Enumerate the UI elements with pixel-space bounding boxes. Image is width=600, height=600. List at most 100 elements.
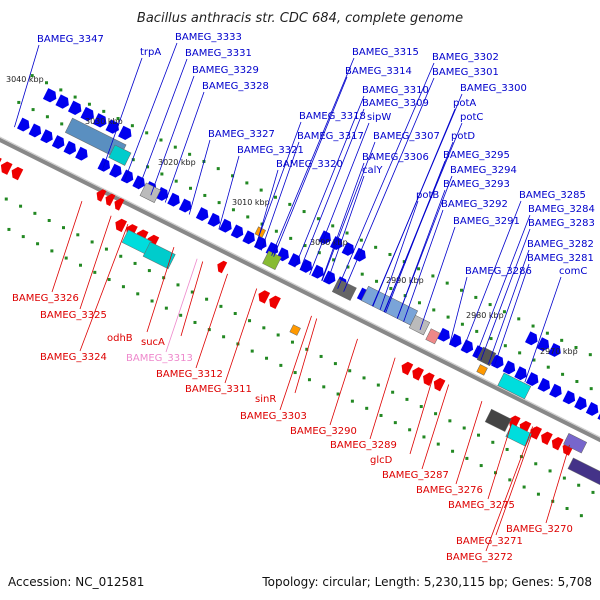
gene-label[interactable]: BAMEG_3285	[519, 190, 586, 201]
gene-label[interactable]: BAMEG_3310	[362, 85, 429, 96]
gene-label[interactable]: BAMEG_3333	[175, 32, 242, 43]
gene-label[interactable]: BAMEG_3276	[416, 485, 483, 496]
gene-label[interactable]: comC	[559, 266, 587, 277]
gene-label[interactable]: BAMEG_3313	[126, 353, 193, 364]
gene-label[interactable]: sucA	[141, 337, 165, 348]
gene-label[interactable]: BAMEG_3303	[240, 411, 307, 422]
gene-label[interactable]: BAMEG_3300	[460, 83, 527, 94]
gene-label[interactable]: BAMEG_3289	[330, 440, 397, 451]
gene-label[interactable]: BAMEG_3324	[40, 352, 107, 363]
forward-gene	[80, 106, 94, 122]
tick-dot	[159, 138, 163, 142]
forward-gene	[42, 88, 57, 103]
gene-label[interactable]: BAMEG_3347	[37, 34, 104, 45]
tick-dot	[591, 490, 595, 494]
tick-dot	[93, 270, 97, 274]
gene-label[interactable]: trpA	[140, 47, 161, 58]
gene-label[interactable]: BAMEG_3301	[432, 67, 499, 78]
gene-label[interactable]: sipW	[367, 112, 391, 123]
gene-label[interactable]: BAMEG_3291	[453, 216, 520, 227]
tick-dot	[217, 201, 221, 205]
tick-dot	[131, 158, 135, 162]
gene-label[interactable]: BAMEG_3314	[345, 66, 412, 77]
tick-dot	[577, 483, 581, 487]
gene-label[interactable]: BAMEG_3320	[276, 159, 343, 170]
gene-label[interactable]: BAMEG_3326	[12, 293, 79, 304]
tick-dot	[375, 279, 379, 283]
forward-gene	[75, 146, 88, 161]
gene-label[interactable]: BAMEG_3294	[450, 165, 517, 176]
forward-gene	[585, 402, 599, 416]
gene-label[interactable]: BAMEG_3271	[456, 536, 523, 547]
gene-label[interactable]: BAMEG_3283	[528, 218, 595, 229]
tick-dot	[379, 413, 383, 417]
gene-label[interactable]: potC	[460, 112, 483, 123]
label-connector	[271, 57, 355, 256]
label-connector	[79, 223, 129, 352]
tick-dot	[460, 288, 464, 292]
gene-label[interactable]: potA	[453, 98, 476, 109]
gene-label[interactable]: BAMEG_3272	[446, 552, 513, 563]
gene-label[interactable]: sinR	[255, 394, 276, 405]
gene-label[interactable]: BAMEG_3295	[443, 150, 510, 161]
gene-label[interactable]: BAMEG_3275	[448, 500, 515, 511]
gene-label[interactable]: calY	[362, 165, 383, 176]
gene-label[interactable]: BAMEG_3290	[290, 426, 357, 437]
gene-label[interactable]: BAMEG_3293	[443, 179, 510, 190]
forward-gene	[525, 372, 539, 386]
gene-label[interactable]: BAMEG_3286	[465, 266, 532, 277]
tick-dot	[73, 95, 77, 99]
tick-dot	[19, 204, 23, 208]
gene-label[interactable]: BAMEG_3315	[352, 47, 419, 58]
gene-label[interactable]: BAMEG_3331	[185, 48, 252, 59]
gene-label[interactable]: potD	[451, 131, 475, 142]
gene-label[interactable]: BAMEG_3317	[297, 131, 364, 142]
tick-dot	[488, 303, 492, 307]
gene-label[interactable]: BAMEG_3328	[202, 81, 269, 92]
tick-dot	[417, 301, 421, 305]
label-connector	[462, 200, 522, 352]
tick-dot	[190, 290, 194, 294]
tick-dot	[21, 235, 25, 239]
gene-label[interactable]: BAMEG_3307	[373, 131, 440, 142]
tick-dot	[302, 210, 306, 214]
gene-label[interactable]: BAMEG_3318	[299, 111, 366, 122]
gene-label[interactable]: BAMEG_3292	[441, 199, 508, 210]
gene-label[interactable]: BAMEG_3325	[40, 310, 107, 321]
gene-label[interactable]: BAMEG_3287	[382, 470, 449, 481]
gene-label[interactable]: glcD	[370, 455, 393, 466]
tick-dot	[405, 397, 409, 401]
gene-label[interactable]: BAMEG_3321	[237, 145, 304, 156]
tick-dot	[475, 329, 479, 333]
gene-label[interactable]: BAMEG_3302	[432, 52, 499, 63]
gene-block	[142, 241, 176, 270]
gene-label[interactable]: BAMEG_3312	[156, 369, 223, 380]
gene-label[interactable]: BAMEG_3284	[528, 204, 595, 215]
gene-label[interactable]: odhB	[107, 333, 133, 344]
reverse-gene	[269, 295, 281, 310]
tick-dot	[36, 242, 40, 246]
tick-dot	[62, 226, 66, 230]
tick-dot	[518, 351, 522, 355]
gene-label[interactable]: BAMEG_3327	[208, 129, 275, 140]
forward-gene	[242, 230, 255, 245]
gene-label[interactable]: BAMEG_3306	[362, 152, 429, 163]
kbp-tick-label: 3030 kbp	[85, 117, 123, 126]
tick-dot	[317, 251, 321, 255]
gene-label[interactable]: BAMEG_3329	[192, 65, 259, 76]
tick-dot	[102, 109, 106, 113]
tick-dot	[477, 433, 481, 437]
label-connector	[218, 155, 240, 230]
gene-label[interactable]: BAMEG_3311	[185, 384, 252, 395]
tick-dot	[119, 254, 123, 258]
gene-label[interactable]: BAMEG_3282	[527, 239, 594, 250]
tick-dot	[489, 337, 493, 341]
tick-dot	[173, 145, 177, 149]
gene-label[interactable]: BAMEG_3281	[527, 253, 594, 264]
gene-label[interactable]: potB	[416, 190, 439, 201]
gene-label[interactable]: BAMEG_3270	[506, 524, 573, 535]
gene-block	[476, 364, 488, 376]
kbp-tick-label: 2990 kbp	[386, 276, 424, 285]
gene-label[interactable]: BAMEG_3309	[362, 98, 429, 109]
tick-dot	[560, 338, 564, 342]
